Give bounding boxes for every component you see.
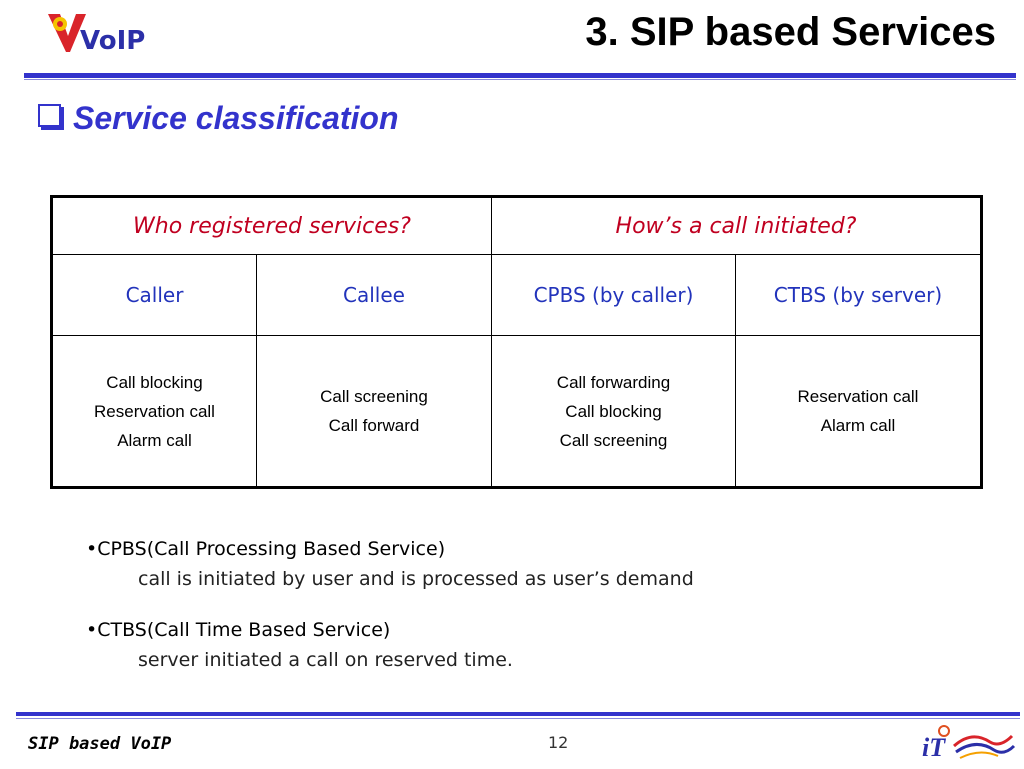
subheader-callee: Callee — [256, 254, 492, 336]
table-services-row: Call blocking Reservation call Alarm cal… — [51, 335, 982, 488]
section-heading-text: Service classification — [73, 100, 399, 136]
footer-divider-thin — [16, 718, 1020, 719]
table-group-header-row: Who registered services? How’s a call in… — [51, 196, 982, 255]
definition-desc-ctbs: server initiated a call on reserved time… — [138, 649, 513, 671]
definition-term-cpbs: •CPBS(Call Processing Based Service) — [86, 538, 446, 560]
checkbox-bullet-icon — [38, 104, 61, 127]
services-cpbs: Call forwarding Call blocking Call scree… — [491, 335, 736, 488]
definitions-list: •CPBS(Call Processing Based Service) cal… — [86, 538, 694, 700]
group-header-initiated: How’s a call initiated? — [491, 196, 982, 255]
it-logo-icon: iT — [922, 725, 1016, 762]
service-item: Call blocking — [106, 372, 203, 392]
table-subheader-row: Caller Callee CPBS (by caller) CTBS (by … — [51, 254, 982, 336]
service-item: Call forwarding — [556, 372, 671, 392]
service-item: Call screening — [320, 387, 428, 406]
group-header-registered: Who registered services? — [51, 196, 492, 255]
service-item: Alarm call — [820, 416, 896, 435]
header-divider — [24, 73, 1016, 78]
services-ctbs: Reservation call Alarm call — [735, 335, 982, 488]
page-title: 3. SIP based Services — [585, 10, 996, 54]
service-classification-table: Who registered services? How’s a call in… — [50, 195, 983, 489]
footer-divider — [16, 712, 1020, 716]
it-logo-text: iT — [922, 733, 946, 762]
definition-desc-cpbs: call is initiated by user and is process… — [138, 568, 694, 590]
logo-text: VoIP — [80, 26, 146, 56]
page-number: 12 — [548, 733, 569, 752]
definition-term-ctbs: •CTBS(Call Time Based Service) — [86, 619, 391, 641]
subheader-ctbs: CTBS (by server) — [735, 254, 982, 336]
voip-logo-mark-icon — [48, 14, 86, 52]
services-caller: Call blocking Reservation call Alarm cal… — [51, 335, 257, 488]
footer-title: SIP based VoIP — [28, 734, 172, 754]
header-divider-thin — [24, 79, 1016, 80]
it-logo: iT — [920, 722, 1016, 764]
section-heading: Service classification — [38, 100, 399, 137]
subheader-cpbs: CPBS (by caller) — [491, 254, 736, 336]
service-item: Alarm call — [117, 430, 192, 450]
service-item: Reservation call — [797, 387, 919, 406]
service-item: Call forward — [328, 416, 420, 435]
services-callee: Call screening Call forward — [256, 335, 492, 488]
voip-logo: VoIP — [46, 8, 146, 56]
subheader-caller: Caller — [51, 254, 257, 336]
service-item: Reservation call — [94, 401, 215, 421]
service-item: Call blocking — [565, 401, 662, 421]
service-item: Call screening — [559, 430, 668, 450]
